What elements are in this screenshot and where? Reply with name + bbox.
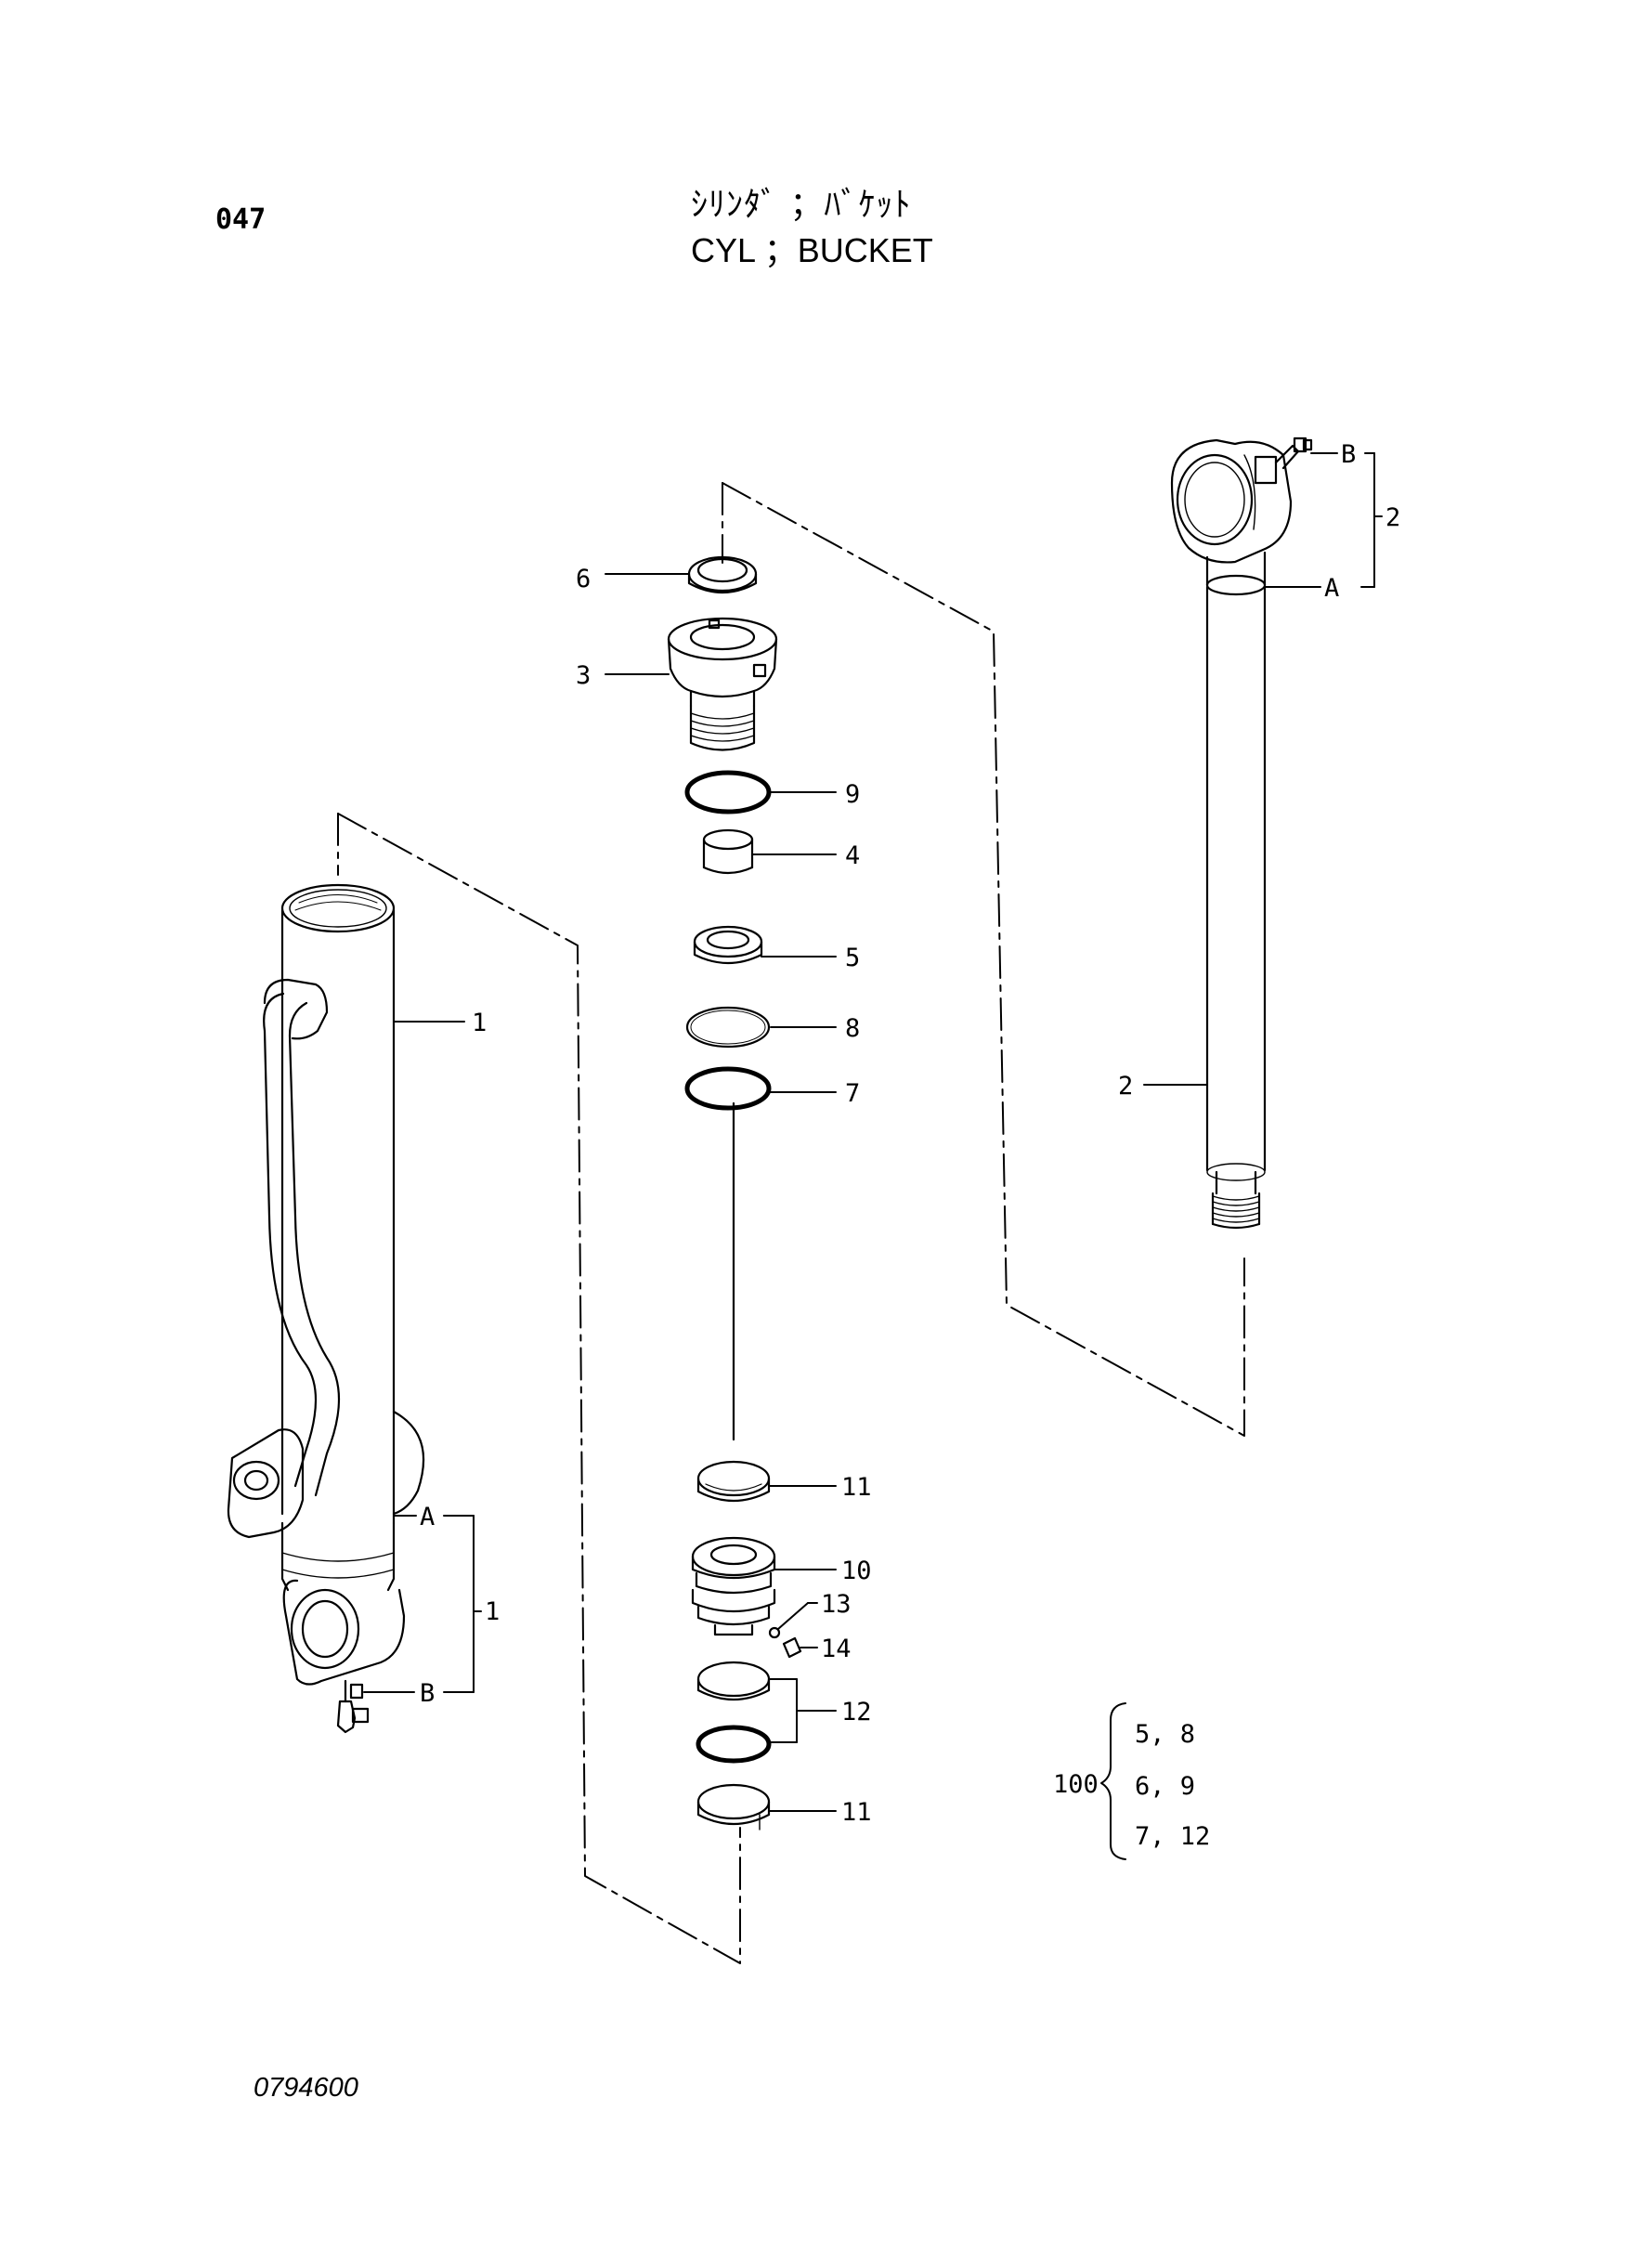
callout-tube-b: B: [420, 1679, 436, 1708]
callout-6: 6: [576, 565, 592, 593]
part-14-set-screw: [782, 1636, 818, 1659]
tube-leaders: [363, 1021, 482, 1693]
piston-rod: [1170, 436, 1313, 1230]
seal-kit-row: 7, 12: [1135, 1822, 1211, 1851]
part-12-piston-seal: [696, 1661, 837, 1764]
title-japanese: ｼﾘﾝﾀﾞ ；ﾊﾞｹｯﾄ: [691, 186, 912, 224]
part-3-cylinder-head: [605, 617, 778, 751]
callout-rod-a: A: [1324, 574, 1340, 603]
callout-tube-a: A: [420, 1503, 436, 1531]
callout-2: 2: [1118, 1072, 1134, 1101]
seal-kit-number: 100: [1053, 1770, 1099, 1799]
callout-tube-group: 1: [485, 1597, 501, 1626]
drawing-number: 0794600: [254, 2073, 358, 2103]
callout-11-lower: 11: [841, 1798, 872, 1827]
part-8-backup-ring: [685, 1006, 837, 1049]
part-11-wear-ring-upper: [696, 1460, 837, 1503]
rod-leaders: [1143, 452, 1383, 1086]
part-4-bushing: [702, 828, 837, 875]
callout-rod-group: 2: [1385, 503, 1401, 532]
callout-8: 8: [845, 1014, 861, 1043]
callout-9: 9: [845, 780, 861, 809]
seal-kit-row: 6, 9: [1135, 1772, 1196, 1801]
seal-kit-brace: [1100, 1702, 1126, 1860]
callout-4: 4: [845, 841, 861, 870]
title-english: CYL ；BUCKET: [691, 231, 933, 269]
callout-1: 1: [472, 1009, 488, 1037]
part-9-o-ring: [684, 770, 837, 814]
part-10-piston: [691, 1536, 837, 1636]
callout-11-upper: 11: [841, 1473, 872, 1502]
callout-13: 13: [821, 1590, 852, 1619]
callout-12: 12: [841, 1698, 872, 1726]
callout-7: 7: [845, 1079, 861, 1108]
callout-rod-b: B: [1341, 440, 1357, 469]
part-7-o-ring: [684, 1066, 837, 1111]
part-6-dust-seal: [605, 555, 758, 593]
page-number: 047: [215, 203, 267, 236]
seal-kit-row: 5, 8: [1135, 1720, 1196, 1749]
assembly-dash-lines: [337, 482, 1245, 1964]
callout-5: 5: [845, 944, 861, 972]
callout-14: 14: [821, 1635, 852, 1663]
callout-10: 10: [841, 1557, 872, 1585]
callout-3: 3: [576, 661, 592, 690]
part-11-wear-ring-lower: [696, 1783, 837, 1831]
part-13-steel-ball: [768, 1602, 818, 1639]
cylinder-tube: [227, 883, 425, 1734]
part-5-buffer-ring: [693, 925, 837, 964]
